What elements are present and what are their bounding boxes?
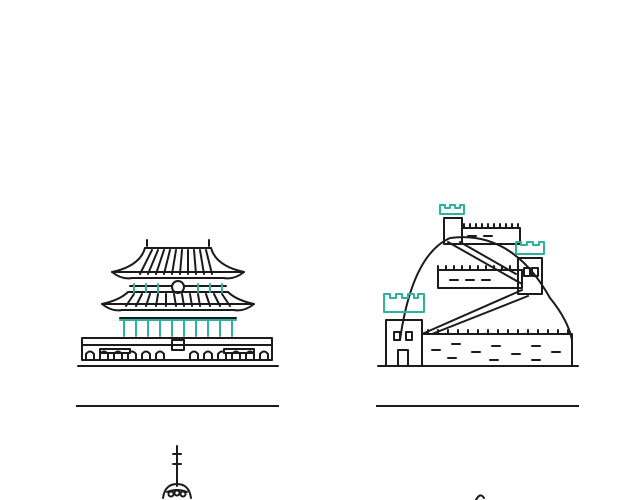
forbidden-city-palace-icon (77, 239, 279, 367)
partial-landmark-icon (475, 494, 485, 500)
great-wall-icon (377, 204, 579, 367)
separator-line (376, 405, 579, 407)
tv-tower-icon (162, 445, 192, 499)
separator-line (76, 405, 279, 407)
